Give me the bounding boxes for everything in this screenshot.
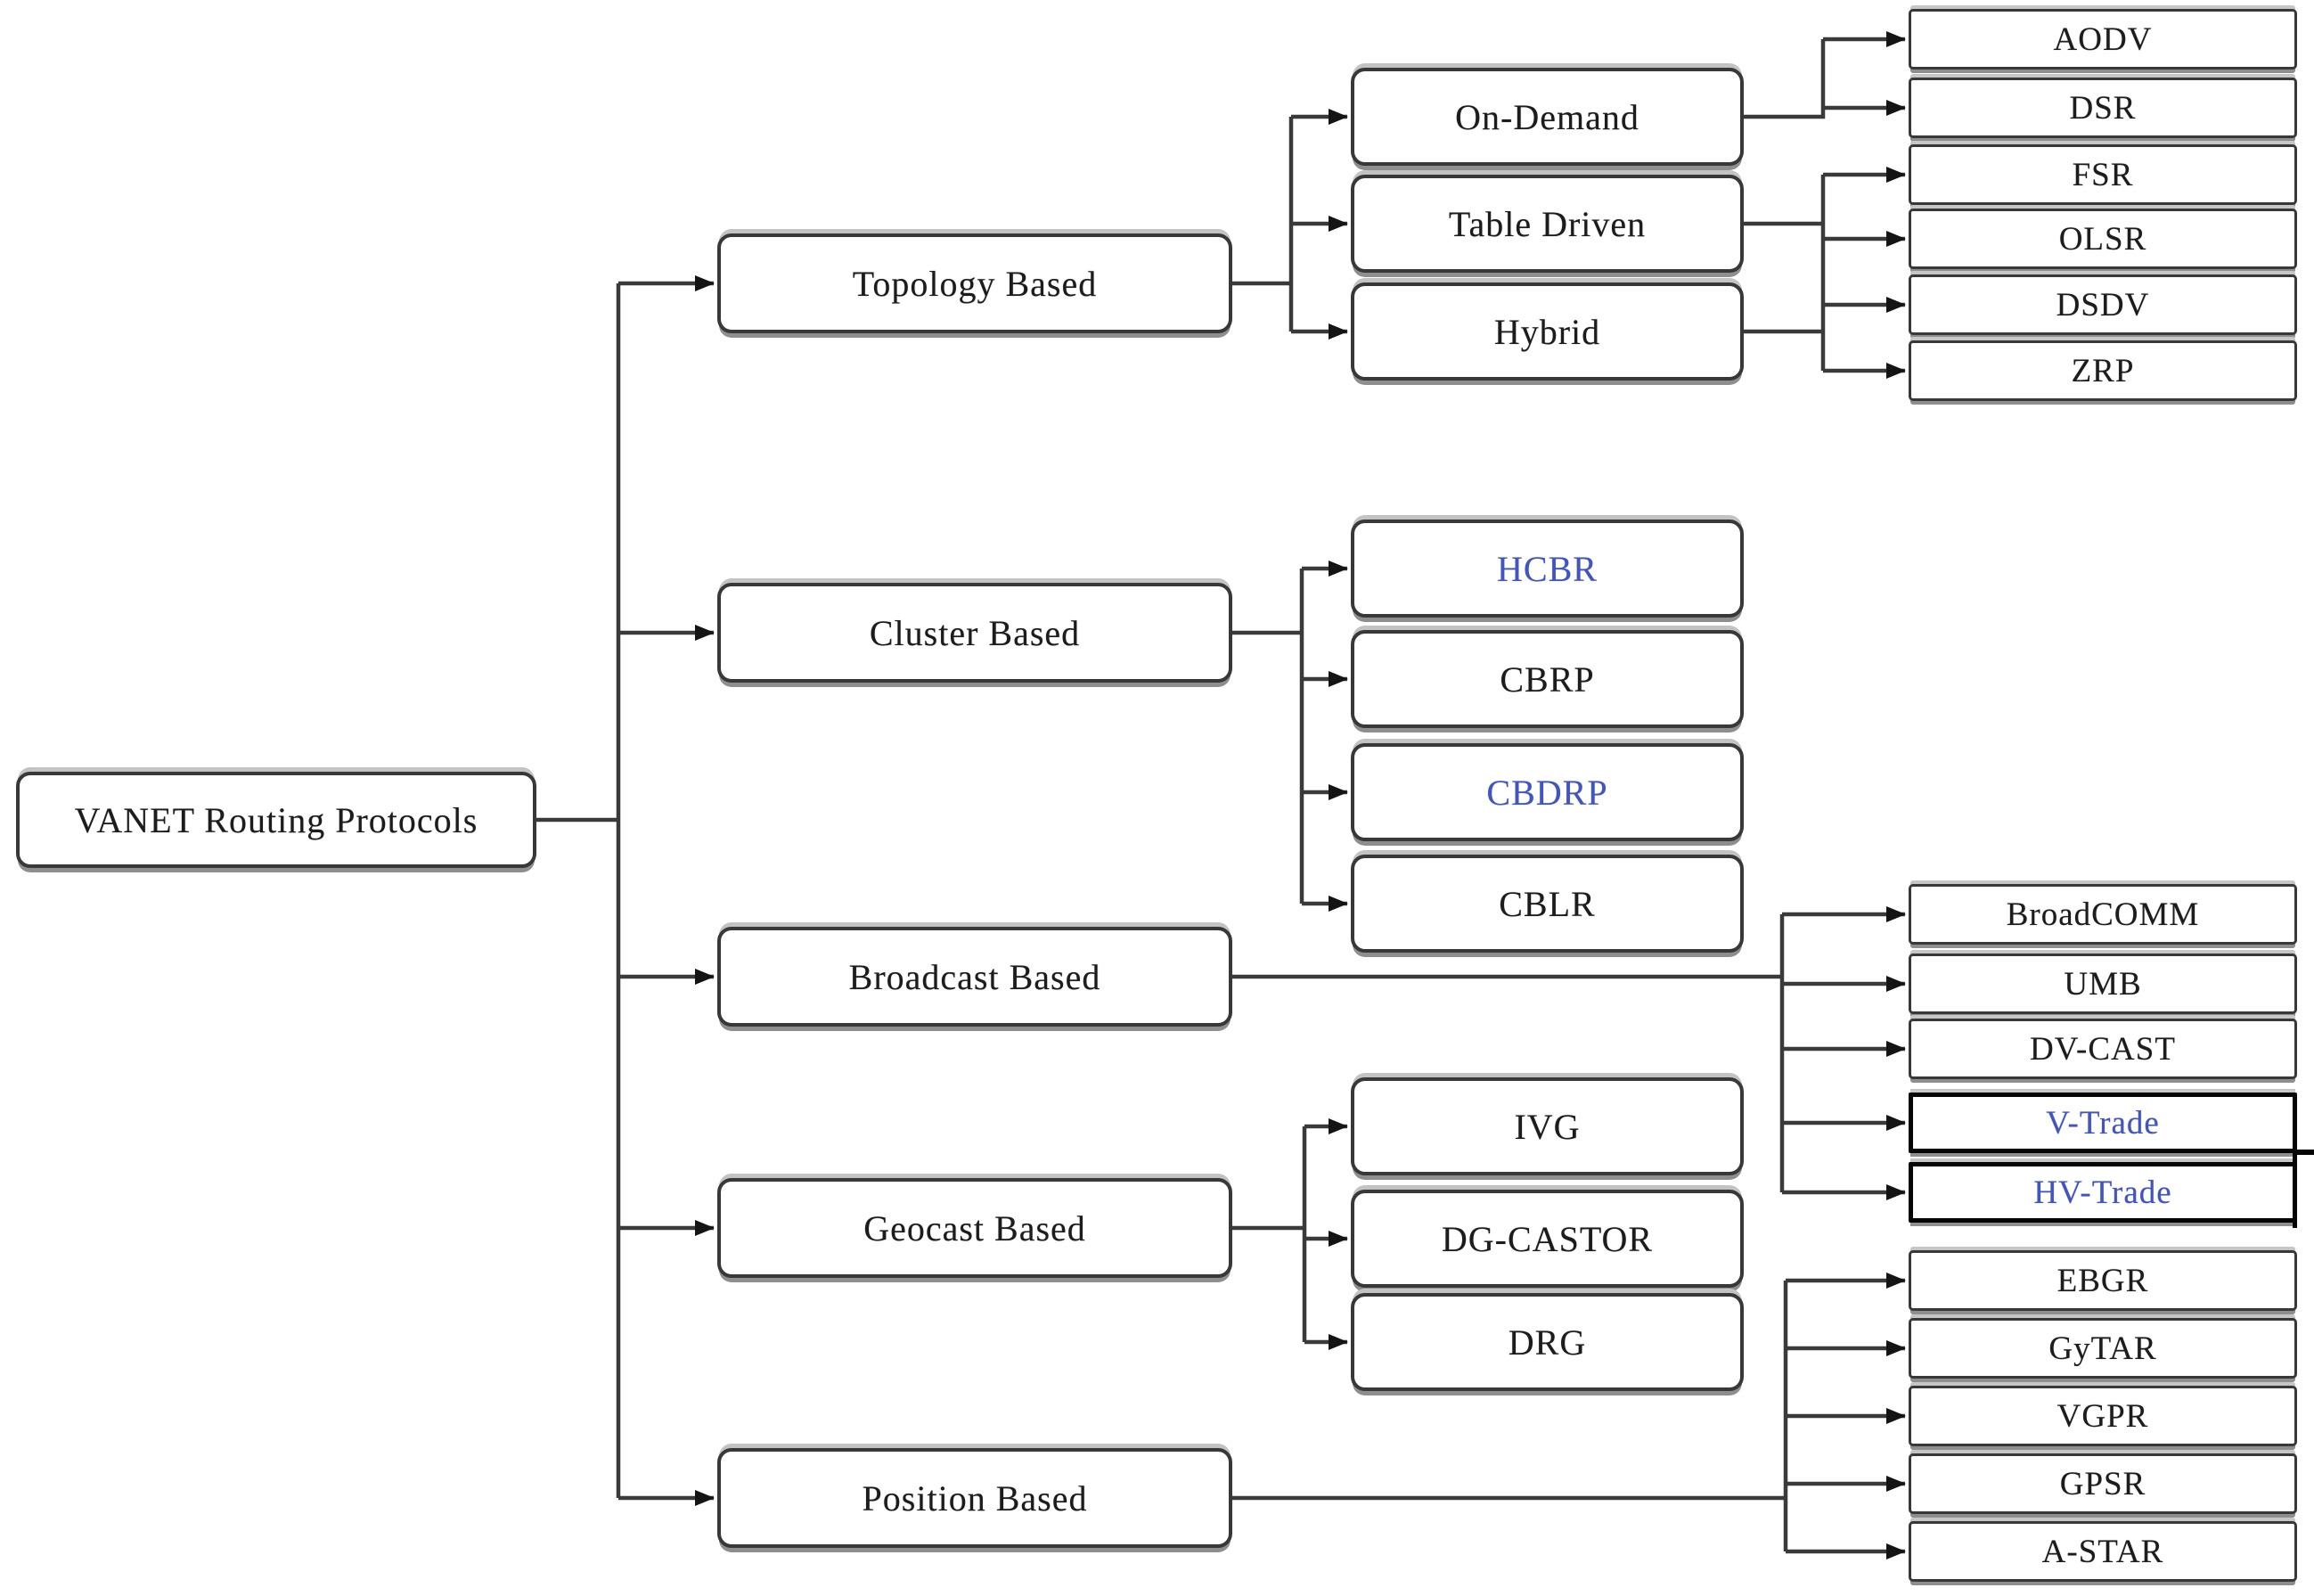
node-table-driven: Table Driven: [1351, 175, 1744, 273]
vtrade-bracket-line: [2293, 1096, 2297, 1228]
node-umb: UMB: [1909, 954, 2297, 1014]
node-dsr: DSR: [1909, 78, 2297, 138]
node-dg-castor: DG-CASTOR: [1351, 1190, 1744, 1288]
vtrade-bracket-tick: [2295, 1150, 2314, 1155]
node-ivg: IVG: [1351, 1077, 1744, 1175]
node-hv-trade: HV-Trade: [1909, 1162, 2297, 1223]
node-position-based: Position Based: [717, 1448, 1232, 1548]
node-fsr: FSR: [1909, 144, 2297, 205]
node-vgpr: VGPR: [1909, 1386, 2297, 1446]
node-olsr: OLSR: [1909, 209, 2297, 269]
node-dsdv: DSDV: [1909, 274, 2297, 335]
node-cluster-based: Cluster Based: [717, 583, 1232, 683]
node-v-trade: V-Trade: [1909, 1093, 2297, 1153]
node-dv-cast: DV-CAST: [1909, 1019, 2297, 1079]
node-gpsr: GPSR: [1909, 1453, 2297, 1514]
node-cbrp: CBRP: [1351, 630, 1744, 728]
node-topology-based: Topology Based: [717, 233, 1232, 333]
node-zrp: ZRP: [1909, 340, 2297, 401]
node-cblr: CBLR: [1351, 855, 1744, 953]
node-vanet-routing-protocols: VANET Routing Protocols: [16, 772, 536, 868]
node-a-star: A-STAR: [1909, 1521, 2297, 1582]
node-gytar: GyTAR: [1909, 1318, 2297, 1379]
node-on-demand: On-Demand: [1351, 68, 1744, 166]
node-drg: DRG: [1351, 1293, 1744, 1391]
node-broadcomm: BroadCOMM: [1909, 884, 2297, 945]
node-ebgr: EBGR: [1909, 1250, 2297, 1311]
node-cbdrp: CBDRP: [1351, 743, 1744, 841]
node-hybrid: Hybrid: [1351, 282, 1744, 381]
node-hcbr: HCBR: [1351, 520, 1744, 618]
node-aodv: AODV: [1909, 9, 2297, 70]
node-geocast-based: Geocast Based: [717, 1178, 1232, 1278]
node-broadcast-based: Broadcast Based: [717, 927, 1232, 1027]
